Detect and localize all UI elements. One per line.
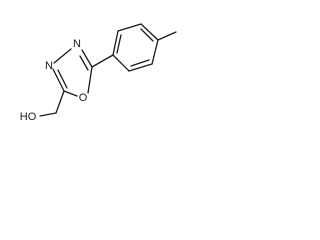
structure-canvas: N N O HO [0, 0, 189, 138]
bond-ph3-ph4 [140, 23, 159, 41]
bond-ph3-ph4-inner [140, 28, 154, 42]
bond-ch2-oh [39, 112, 57, 117]
bond-n3-c2 [52, 68, 65, 92]
bond-c2-o1 [63, 90, 78, 97]
bond-ph5-ph6-inner [130, 59, 150, 67]
bond-n3-c2-double [57, 69, 68, 89]
bond-ph1-ph2-inner [116, 34, 122, 54]
atom-hydroxyl-label: HO [20, 111, 37, 123]
bond-c5-aryl [91, 54, 114, 68]
bond-ph4-methyl [157, 31, 177, 41]
bond-ph2-ph3 [117, 23, 142, 32]
atom-o1-label: O [79, 92, 88, 104]
atom-n4-label: N [73, 38, 81, 50]
bond-ph4-ph5 [151, 39, 159, 65]
molecule-structure: N N O HO [20, 23, 177, 123]
bond-ph5-ph6 [128, 63, 153, 72]
atom-n3-label: N [45, 60, 53, 72]
bond-c2-ch2 [55, 90, 65, 114]
bond-ph6-ph1 [112, 54, 130, 72]
bond-c5-n4-double [79, 55, 89, 71]
bond-c5-n4 [81, 49, 93, 68]
bond-ph1-ph2 [112, 30, 119, 56]
bond-n4-n3 [53, 48, 72, 64]
bond-o1-c5 [87, 66, 93, 94]
